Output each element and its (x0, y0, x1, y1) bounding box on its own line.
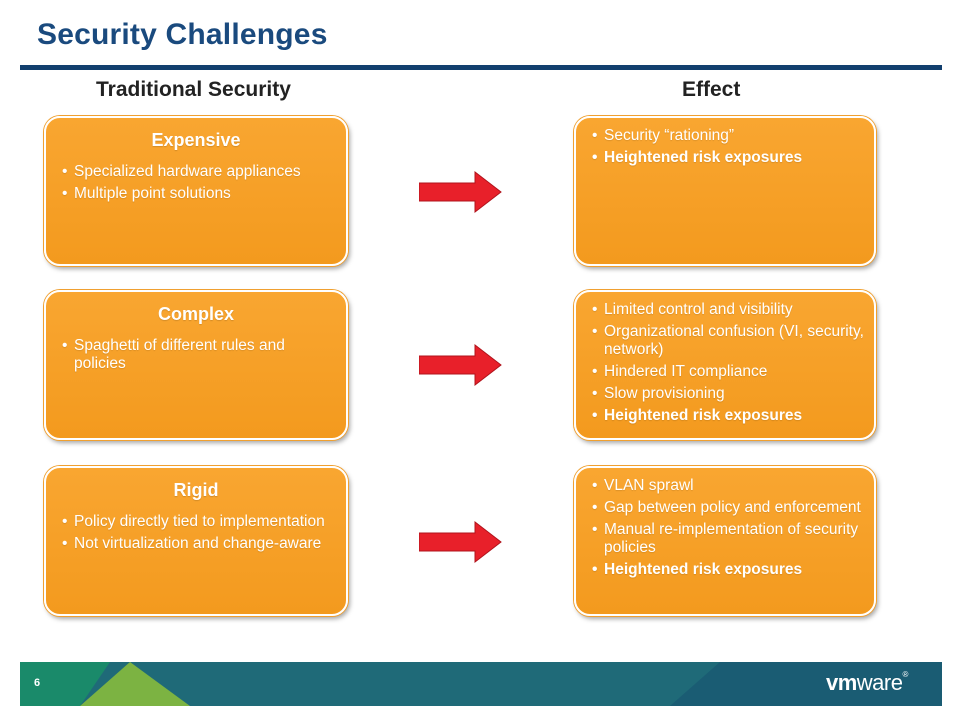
bullet-item: Limited control and visibility (592, 301, 864, 319)
brand-vm: vm (826, 670, 857, 695)
brand-ware: ware (856, 670, 903, 695)
card-title: Rigid (173, 480, 219, 500)
bullet-item: Heightened risk exposures (592, 407, 864, 425)
bullet-list: Specialized hardware appliances Multiple… (62, 163, 336, 203)
card-title: Expensive (151, 130, 241, 150)
bullet-list: Security “rationing” Heightened risk exp… (592, 127, 864, 167)
bullet-list: VLAN sprawl Gap between policy and enfor… (592, 477, 864, 579)
footer-decoration (20, 662, 942, 706)
footer-bar (20, 662, 942, 706)
bullet-item: Hindered IT compliance (592, 363, 864, 381)
card-effect-complex: Limited control and visibility Organizat… (574, 290, 876, 440)
vmware-logo: vmware® (826, 670, 908, 696)
card-title: Complex (157, 304, 235, 324)
card-effect-rigid: VLAN sprawl Gap between policy and enfor… (574, 466, 876, 616)
bullet-item: Not virtualization and change-aware (62, 535, 336, 553)
bullet-item: Heightened risk exposures (592, 561, 864, 579)
bullet-item: Spaghetti of different rules and policie… (62, 337, 336, 373)
bullet-item: Specialized hardware appliances (62, 163, 336, 181)
right-arrow-icon (419, 343, 502, 387)
bullet-list: Policy directly tied to implementation N… (62, 513, 336, 553)
column-heading-traditional: Traditional Security (96, 78, 291, 101)
bullet-item: Organizational confusion (VI, security, … (592, 323, 864, 359)
card-expensive: Expensive Specialized hardware appliance… (44, 116, 348, 266)
bullet-item: VLAN sprawl (592, 477, 864, 495)
brand-reg: ® (902, 670, 908, 679)
bullet-list: Limited control and visibility Organizat… (592, 301, 864, 425)
bullet-list: Spaghetti of different rules and policie… (62, 337, 336, 373)
page-title: Security Challenges (37, 18, 328, 51)
right-arrow-icon (419, 520, 502, 564)
card-complex: Complex Spaghetti of different rules and… (44, 290, 348, 440)
bullet-item: Gap between policy and enforcement (592, 499, 864, 517)
bullet-item: Manual re-implementation of security pol… (592, 521, 864, 557)
card-effect-expensive: Security “rationing” Heightened risk exp… (574, 116, 876, 266)
bullet-item: Security “rationing” (592, 127, 864, 145)
page-number: 6 (34, 677, 41, 689)
right-arrow-icon (419, 170, 502, 214)
column-heading-effect: Effect (682, 78, 741, 101)
bullet-item: Multiple point solutions (62, 185, 336, 203)
card-rigid: Rigid Policy directly tied to implementa… (44, 466, 348, 616)
title-divider (20, 65, 942, 70)
bullet-item: Slow provisioning (592, 385, 864, 403)
bullet-item: Heightened risk exposures (592, 149, 864, 167)
bullet-item: Policy directly tied to implementation (62, 513, 336, 531)
